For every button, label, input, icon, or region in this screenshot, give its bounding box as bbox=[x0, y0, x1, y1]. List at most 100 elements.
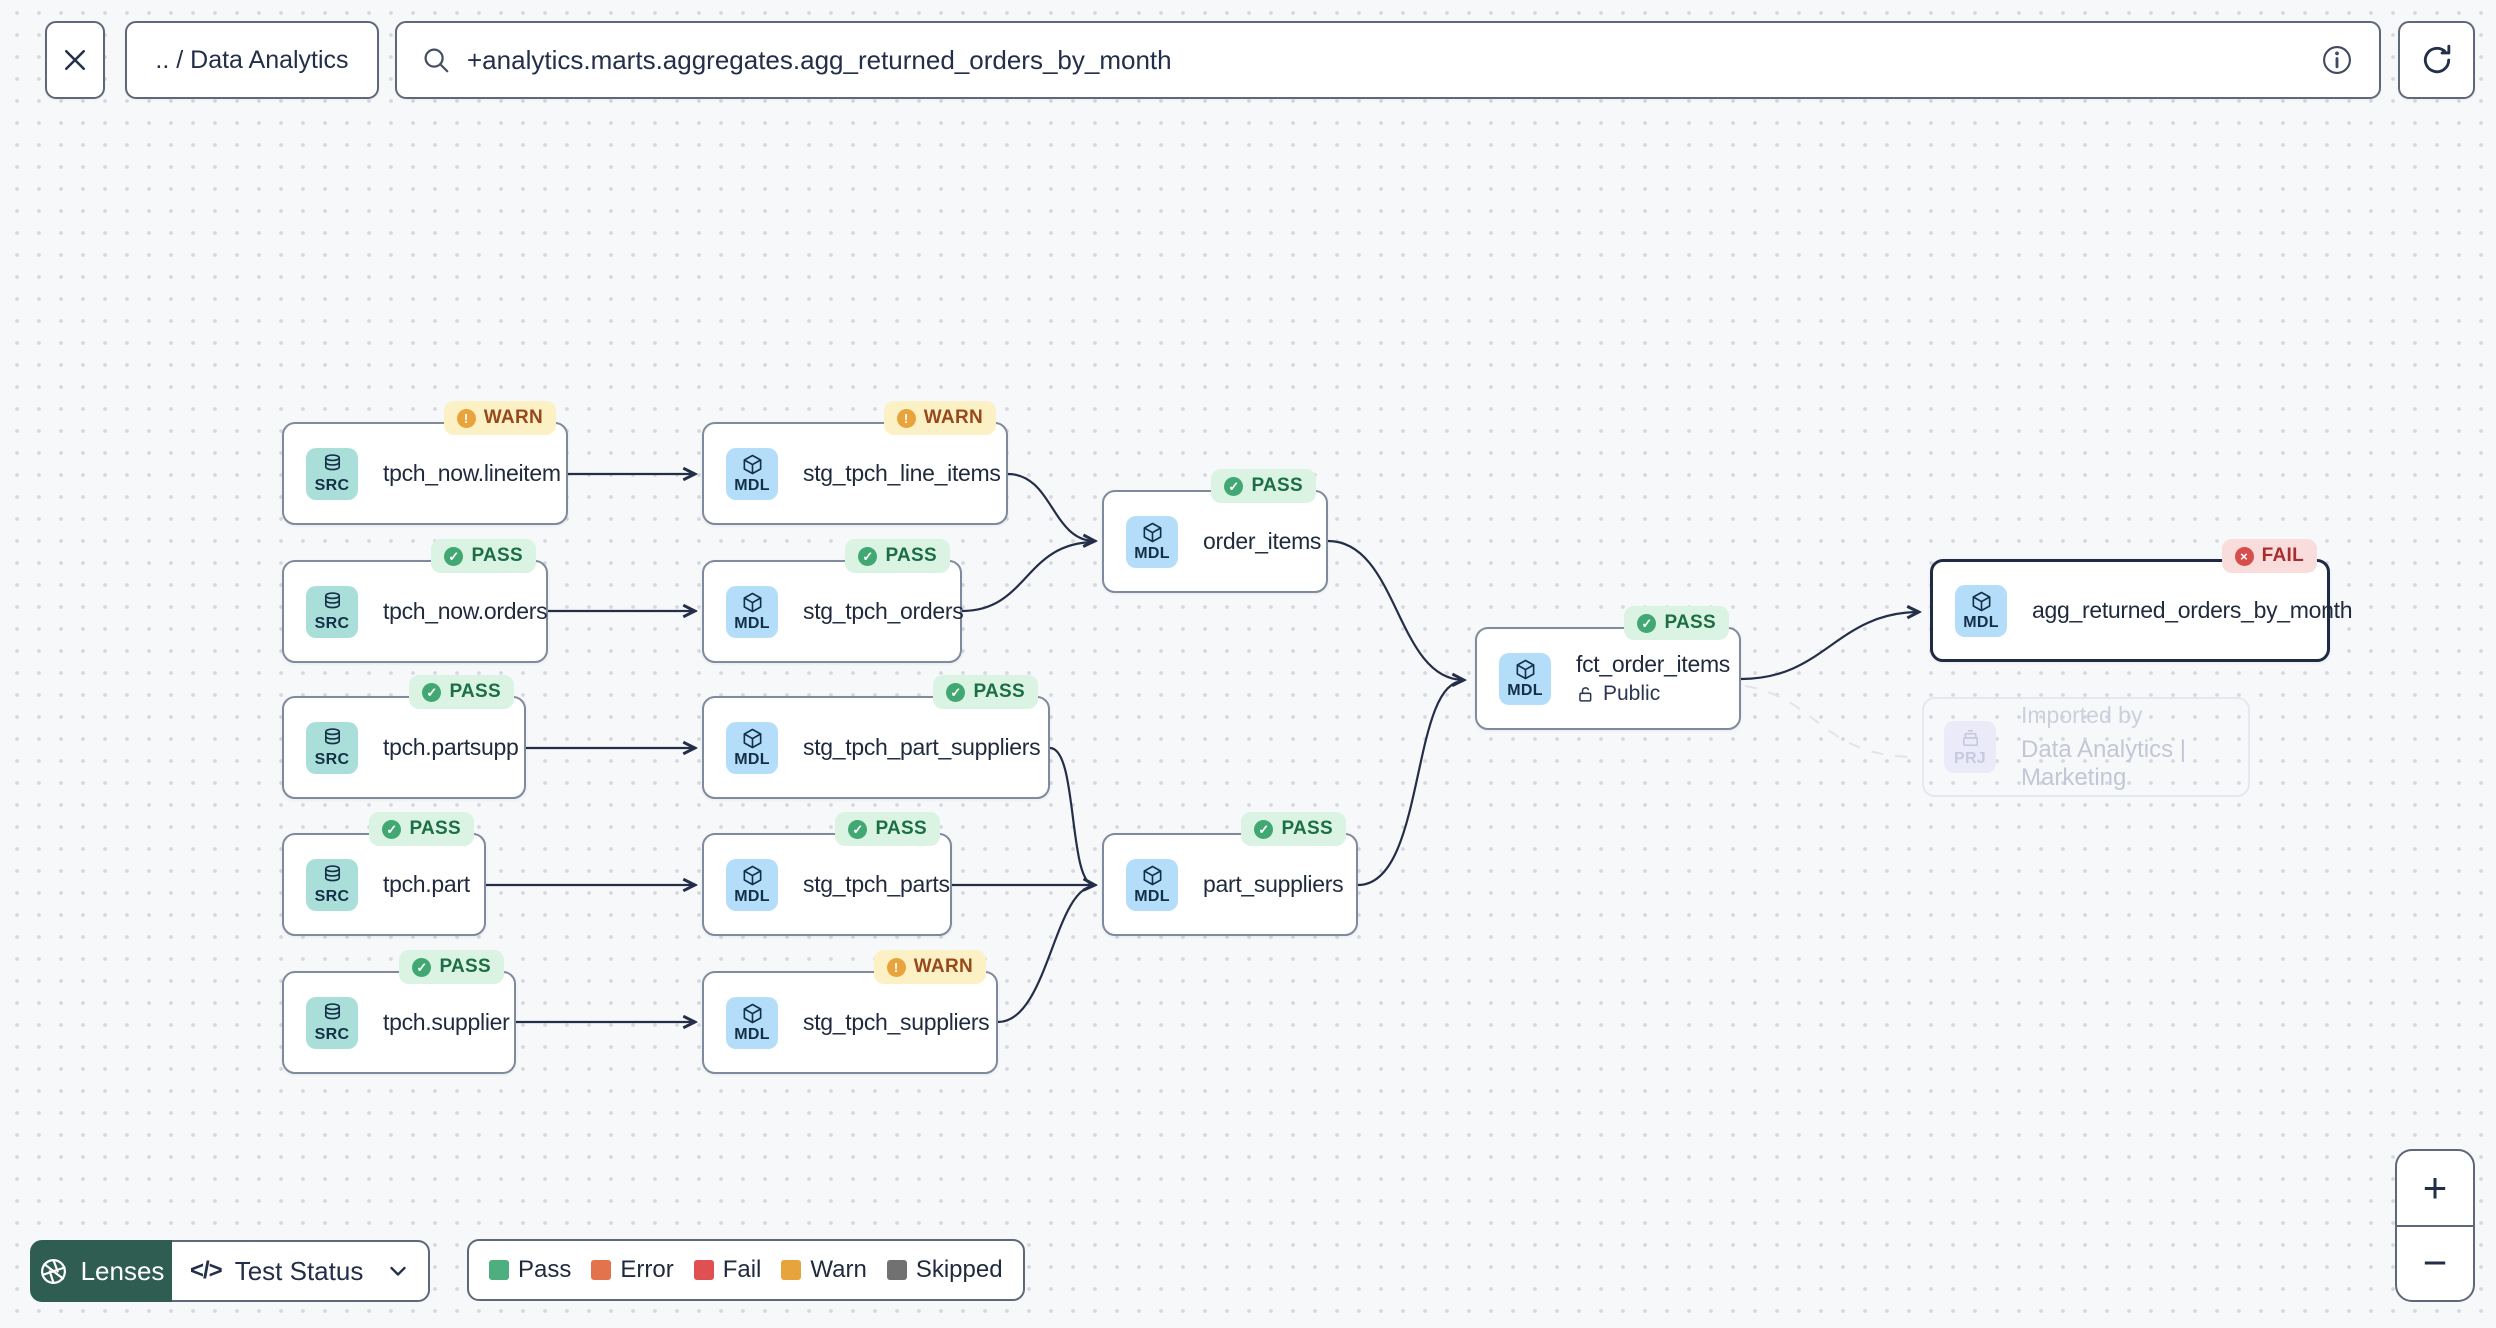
node-label: tpch.supplier bbox=[383, 1009, 510, 1035]
cube-icon bbox=[1143, 522, 1161, 543]
model-icon: MDL bbox=[726, 447, 778, 500]
model-icon: MDL bbox=[726, 721, 778, 774]
model-icon: MDL bbox=[1499, 652, 1551, 705]
zoom-out-button[interactable]: − bbox=[2397, 1224, 2473, 1301]
status-badge: ✓ PASS bbox=[409, 675, 514, 709]
node-stg-tpch-line-items[interactable]: ! WARN MDL stg_tpch_line_items bbox=[702, 401, 1008, 525]
node-label: part_suppliers bbox=[1203, 871, 1344, 897]
close-button[interactable] bbox=[45, 21, 105, 99]
aperture-icon bbox=[40, 1258, 66, 1284]
status-label: PASS bbox=[885, 545, 937, 566]
legend-item-pass: Pass bbox=[489, 1256, 571, 1284]
search-input[interactable] bbox=[467, 44, 2319, 76]
status-label: PASS bbox=[875, 818, 927, 839]
cube-icon bbox=[743, 865, 761, 886]
node-tpch-supplier[interactable]: ✓ PASS SRC tpch.supplier bbox=[282, 950, 516, 1074]
database-icon bbox=[324, 727, 340, 745]
node-label: stg_tpch_line_items bbox=[803, 460, 1001, 486]
database-icon bbox=[324, 591, 340, 609]
status-badge: ✓ PASS bbox=[835, 812, 940, 846]
lenses-label: Lenses bbox=[80, 1255, 165, 1286]
node-label: order_items bbox=[1203, 528, 1322, 554]
node-fct-order-items[interactable]: ✓ PASS MDL fct_order_items Public bbox=[1475, 606, 1741, 730]
cube-icon bbox=[743, 728, 761, 749]
lenses-button[interactable]: Lenses bbox=[30, 1240, 172, 1302]
node-tpch-now-lineitem[interactable]: ! WARN SRC tpch_now.lineitem bbox=[282, 401, 568, 525]
node-stg-tpch-parts[interactable]: ✓ PASS MDL stg_tpch_parts bbox=[702, 812, 952, 936]
node-tpch-partsupp[interactable]: ✓ PASS SRC tpch.partsupp bbox=[282, 675, 526, 799]
source-icon: SRC bbox=[306, 858, 358, 911]
status-badge: × FAIL bbox=[2221, 539, 2317, 573]
node-label: tpch.part bbox=[383, 871, 470, 897]
status-badge: ✓ PASS bbox=[933, 675, 1038, 709]
cube-icon bbox=[1516, 659, 1534, 680]
warn-swatch bbox=[781, 1260, 802, 1280]
legend-item-error: Error bbox=[591, 1256, 674, 1284]
breadcrumb[interactable]: .. / Data Analytics bbox=[125, 21, 379, 99]
check-icon: ✓ bbox=[422, 682, 442, 702]
model-icon: MDL bbox=[726, 996, 778, 1049]
refresh-button[interactable] bbox=[2398, 21, 2475, 99]
node-label: stg_tpch_suppliers bbox=[803, 1009, 990, 1035]
node-label: stg_tpch_orders bbox=[803, 598, 964, 624]
lens-selector-label: Test Status bbox=[234, 1255, 364, 1286]
status-badge: ✓ PASS bbox=[1211, 469, 1316, 503]
fail-icon: × bbox=[2234, 546, 2254, 566]
code-icon: </> bbox=[190, 1257, 223, 1284]
node-stg-tpch-orders[interactable]: ✓ PASS MDL stg_tpch_orders bbox=[702, 539, 964, 663]
cube-icon bbox=[743, 1003, 761, 1024]
status-label: PASS bbox=[439, 956, 491, 977]
node-tpch-now-orders[interactable]: ✓ PASS SRC tpch_now.orders bbox=[282, 539, 548, 663]
status-badge: ! WARN bbox=[873, 950, 986, 984]
check-icon: ✓ bbox=[1224, 476, 1244, 496]
status-badge: ✓ PASS bbox=[1241, 812, 1346, 846]
error-swatch bbox=[591, 1260, 612, 1280]
refresh-icon bbox=[2423, 44, 2450, 74]
breadcrumb-label: .. / Data Analytics bbox=[155, 45, 349, 74]
model-icon: MDL bbox=[1126, 515, 1178, 568]
warn-icon: ! bbox=[896, 408, 916, 428]
status-badge: ! WARN bbox=[443, 401, 556, 435]
status-badge: ✓ PASS bbox=[431, 539, 536, 573]
node-stg-tpch-suppliers[interactable]: ! WARN MDL stg_tpch_suppliers bbox=[702, 950, 998, 1074]
status-label: WARN bbox=[923, 407, 983, 428]
skipped-swatch bbox=[886, 1260, 907, 1280]
database-icon bbox=[324, 864, 340, 882]
close-icon bbox=[65, 50, 85, 70]
database-icon bbox=[324, 453, 340, 471]
lens-selector-test-status[interactable]: </> Test Status bbox=[172, 1240, 430, 1302]
chevron-down-icon bbox=[390, 1266, 406, 1276]
status-badge: ✓ PASS bbox=[1624, 606, 1729, 640]
cube-icon bbox=[743, 454, 761, 475]
info-icon[interactable] bbox=[2319, 42, 2355, 78]
database-icon bbox=[324, 1002, 340, 1020]
check-icon: ✓ bbox=[1637, 613, 1657, 633]
unlock-icon bbox=[1579, 686, 1592, 702]
model-icon: MDL bbox=[1126, 858, 1178, 911]
status-badge: ✓ PASS bbox=[845, 539, 950, 573]
cube-icon bbox=[743, 592, 761, 613]
fail-swatch bbox=[693, 1260, 714, 1280]
node-order-items[interactable]: ✓ PASS MDL order_items bbox=[1102, 469, 1328, 593]
status-label: PASS bbox=[1251, 475, 1303, 496]
search-bar[interactable] bbox=[395, 21, 2381, 99]
node-label: stg_tpch_parts bbox=[803, 871, 950, 897]
check-icon: ✓ bbox=[1254, 819, 1274, 839]
node-stg-tpch-part-suppliers[interactable]: ✓ PASS MDL stg_tpch_part_suppliers bbox=[702, 675, 1050, 799]
project-icon: PRJ bbox=[1944, 721, 1996, 773]
check-icon: ✓ bbox=[848, 819, 868, 839]
node-label: tpch_now.orders bbox=[383, 598, 548, 624]
node-tpch-part[interactable]: ✓ PASS SRC tpch.part bbox=[282, 812, 486, 936]
status-label: PASS bbox=[449, 681, 501, 702]
node-imported-by-project: PRJ Imported by Data Analytics | Marketi… bbox=[1922, 697, 2250, 797]
node-part-suppliers[interactable]: ✓ PASS MDL part_suppliers bbox=[1102, 812, 1358, 936]
source-icon: SRC bbox=[306, 585, 358, 638]
zoom-in-button[interactable]: + bbox=[2422, 1163, 2448, 1211]
source-icon: SRC bbox=[306, 721, 358, 774]
archive-icon bbox=[1962, 730, 1978, 747]
status-badge: ✓ PASS bbox=[369, 812, 474, 846]
status-badge: ! WARN bbox=[883, 401, 996, 435]
node-agg-returned-orders-by-month[interactable]: × FAIL MDL agg_returned_orders_by_month bbox=[1930, 539, 2353, 662]
